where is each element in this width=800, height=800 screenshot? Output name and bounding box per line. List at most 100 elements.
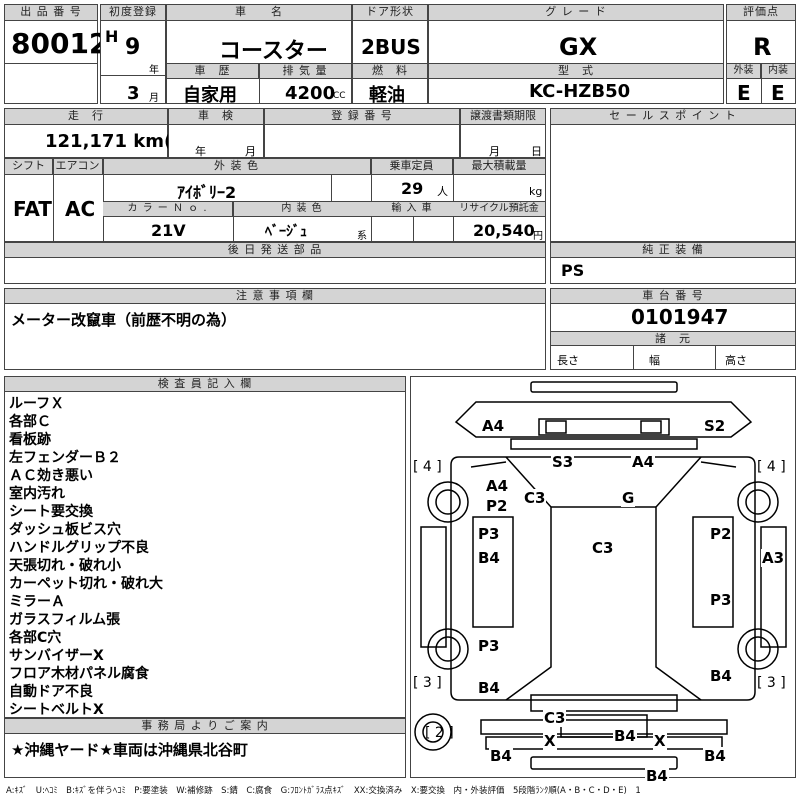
inspector-item: ハンドルグリップ不良	[9, 540, 149, 556]
model: KC-HZB50	[529, 81, 631, 102]
inspection-label: 車 検	[169, 109, 263, 125]
interior-score: E	[771, 81, 785, 105]
panel-corner-label: [ 3 ]	[757, 675, 786, 691]
inspection-month-unit: 月	[245, 145, 256, 158]
lot-cell: 出 品 番 号 80012	[4, 4, 108, 104]
chassis-cell: 車 台 番 号 0101947 諸 元 長さ 幅 高さ	[550, 288, 796, 370]
sales-point-label: セ ー ル ス ポ イ ン ト	[551, 109, 795, 125]
equipment-label: 純 正 装 備	[551, 243, 795, 258]
notes: メーター改竄車（前歴不明の為）	[11, 311, 237, 329]
notes-cell: 注 意 事 項 欄 メーター改竄車（前歴不明の為）	[4, 288, 546, 370]
chassis-number: 0101947	[631, 305, 729, 329]
reg-month: 3	[127, 83, 140, 104]
transfer-cell: 譲渡書類期限 月 日	[460, 108, 546, 158]
reg-year-unit: 年	[149, 65, 159, 76]
inspector-item: 看板跡	[9, 432, 51, 448]
damage-mark: A4	[631, 453, 656, 471]
transfer-month-unit: 月	[489, 145, 500, 158]
inspector-item: 天張切れ・破れ小	[9, 558, 121, 574]
lot-number: 80012	[11, 27, 109, 60]
ac: AC	[65, 197, 96, 221]
fuel-label: 燃 料	[353, 64, 427, 79]
recycle-unit: 円	[533, 231, 543, 242]
load-label: 最大積載量	[453, 159, 545, 175]
panel-corner-label: [ 2 ]	[425, 725, 454, 741]
dims-label: 諸 元	[551, 331, 795, 346]
reg-month-unit: 月	[149, 93, 159, 104]
name-cell: 車 名 コースター 車 歴 排 気 量 自家用 4200 CC	[166, 4, 352, 106]
color-label: 外 装 色	[103, 159, 371, 175]
transfer-day-unit: 日	[531, 145, 542, 158]
panel-corner-label: [ 4 ]	[413, 459, 442, 475]
inspector-item: シートベルトX	[9, 702, 104, 718]
score-cell: 評価点 R 外装 内装 E E	[726, 4, 796, 105]
inspector-item: カーペット切れ・破れ大	[9, 576, 163, 592]
damage-mark: X	[653, 732, 667, 750]
damage-mark: A4	[481, 417, 506, 435]
shift-label: シフト	[5, 159, 53, 175]
damage-mark: B4	[489, 747, 513, 765]
history: 自家用	[183, 85, 237, 106]
name-label: 車 名	[167, 5, 351, 21]
office-label: 事 務 局 よ り ご 案 内	[5, 719, 405, 734]
inspector-item: 自動ドア不良	[9, 684, 93, 700]
inspector-item: ＡＣ効き悪い	[9, 468, 93, 484]
recycle-label: リサイクル預託金	[453, 202, 545, 217]
damage-mark: P3	[477, 637, 501, 655]
mileage: 121,171 km(*)	[45, 131, 190, 152]
first-reg-cell: 初度登録 H 9 年 3 月	[100, 4, 166, 104]
interior-color-unit: 系	[357, 231, 367, 242]
shift: FAT	[13, 197, 52, 221]
office-note: ★沖縄ヤード★車両は沖縄県北谷町	[11, 741, 248, 759]
damage-mark: C3	[591, 539, 615, 557]
notes-label: 注 意 事 項 欄	[5, 289, 545, 304]
damage-mark: S3	[551, 453, 575, 471]
import-label: 輸 入 車	[371, 202, 453, 217]
dim-height: 高さ	[725, 354, 747, 367]
first-reg-label: 初度登録	[101, 5, 165, 21]
dim-length: 長さ	[557, 354, 579, 367]
inspector-item: 左フェンダーＢ２	[9, 450, 121, 466]
capacity-unit: 人	[437, 185, 448, 198]
panel-corner-label: [ 3 ]	[413, 675, 442, 691]
history-label: 車 歴	[167, 64, 259, 79]
damage-mark: A3	[761, 549, 786, 567]
inspector-item: シート要交換	[9, 504, 93, 520]
transfer-label: 譲渡書類期限	[461, 109, 545, 125]
reg-no-cell: 登 録 番 号	[264, 108, 460, 158]
mileage-label: 走 行	[5, 109, 167, 125]
damage-mark: B4	[709, 667, 733, 685]
damage-mark: P3	[709, 591, 733, 609]
inspector-item: サンバイザーX	[9, 648, 104, 664]
int-color-label: 内 装 色	[233, 202, 371, 217]
interior-label: 内装	[761, 64, 795, 79]
score-label: 評価点	[727, 5, 795, 21]
later-parts-cell: 後 日 発 送 部 品	[4, 242, 546, 284]
damage-mark: C3	[523, 489, 547, 507]
damage-mark: B4	[477, 679, 501, 697]
damage-mark: P2	[709, 525, 733, 543]
damage-mark: B4	[703, 747, 727, 765]
model-label: 型 式	[429, 64, 723, 79]
bus-outline	[414, 381, 787, 770]
grade: GX	[559, 33, 598, 61]
grade-cell: グ レ ー ド GX 型 式 KC-HZB50	[428, 4, 724, 104]
era: H	[105, 27, 119, 46]
reg-no-label: 登 録 番 号	[265, 109, 459, 125]
damage-mark: X	[543, 732, 557, 750]
ac-label: エアコン	[53, 159, 103, 175]
inspector-item: 各部Ｃ	[9, 414, 51, 430]
inspector-item: ガラスフィルム張	[9, 612, 121, 628]
color-no: 21V	[151, 221, 186, 240]
damage-mark: C3	[543, 709, 567, 727]
equipment: PS	[561, 261, 585, 280]
lot-label: 出 品 番 号	[5, 5, 97, 21]
inspector-item: ダッシュ板ビス穴	[9, 522, 121, 538]
damage-mark: A4	[485, 477, 510, 495]
fuel: 軽油	[369, 85, 405, 106]
interior-color: ﾍﾞｰｼﾞｭ	[265, 224, 307, 240]
equipment-cell: 純 正 装 備 PS	[550, 242, 796, 284]
